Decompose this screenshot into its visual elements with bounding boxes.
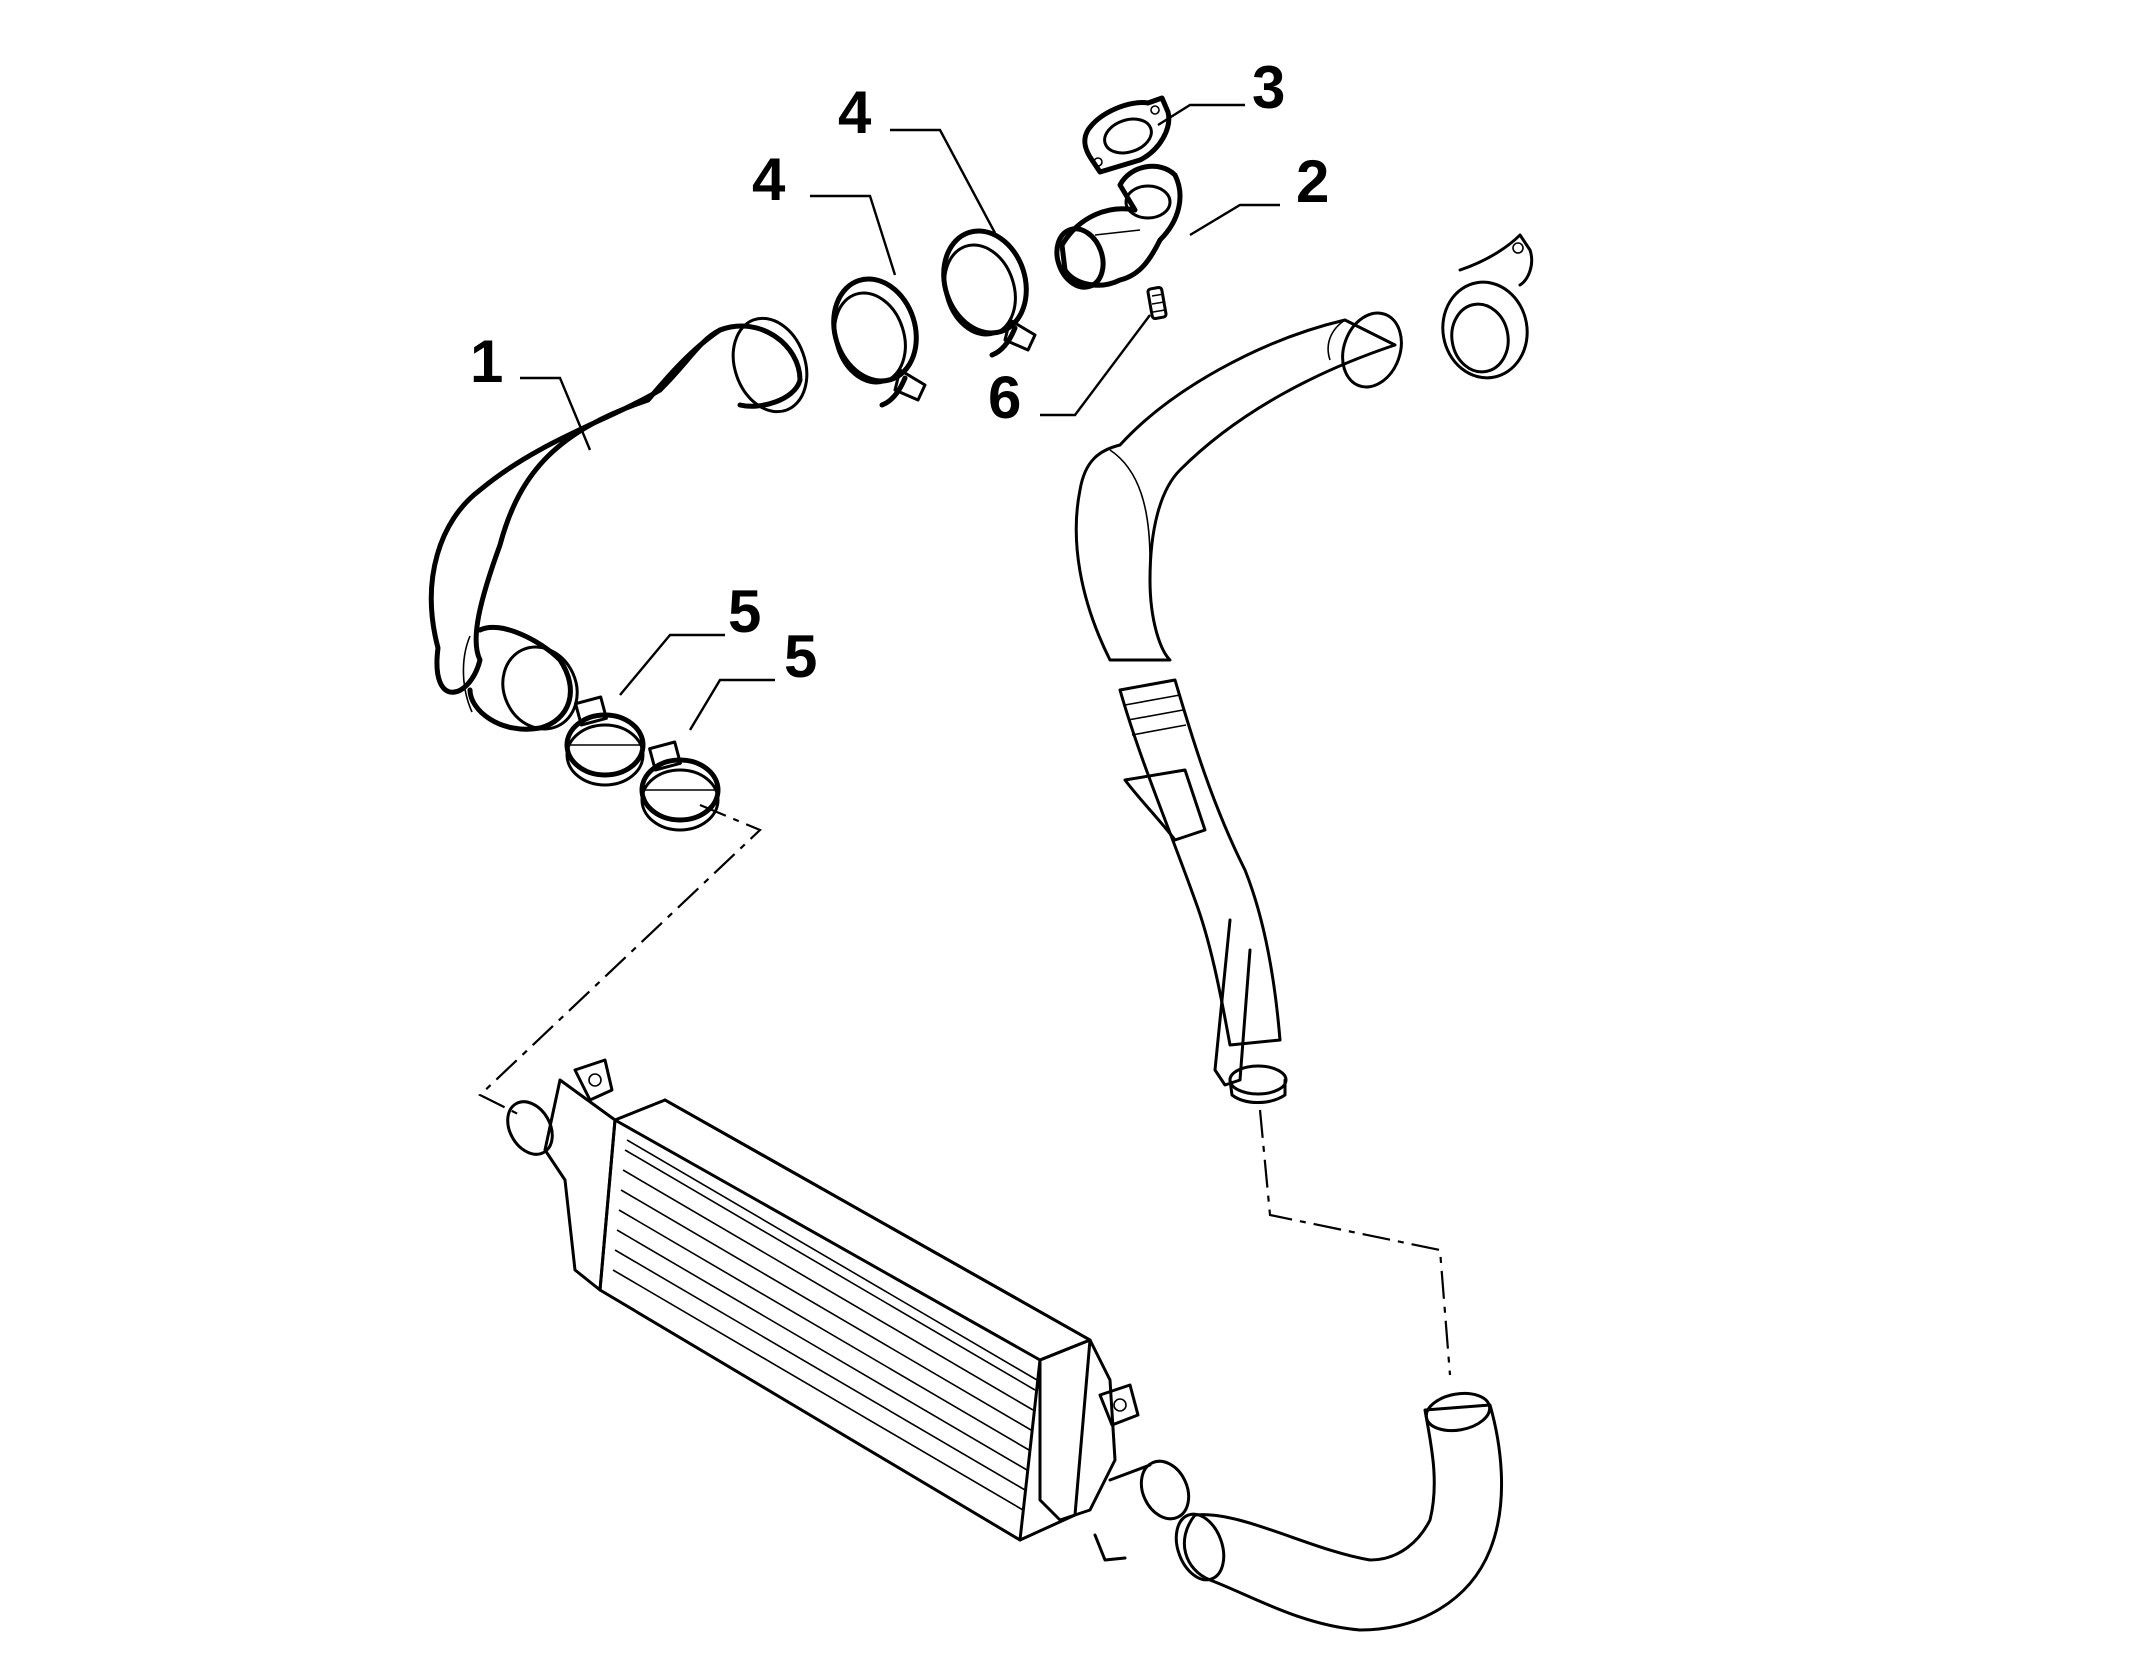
hose-upper[interactable] <box>428 308 819 741</box>
callout-5-left: 5 <box>728 578 761 645</box>
connection-line-left <box>478 803 762 1116</box>
callout-4-right: 4 <box>838 79 872 146</box>
callout-5-right: 5 <box>784 623 817 690</box>
clamp-upper-right[interactable] <box>931 220 1039 358</box>
clamp-upper-left[interactable] <box>821 268 929 408</box>
gasket[interactable] <box>1082 95 1172 175</box>
pipe-upper-right <box>1074 311 1403 662</box>
callout-4-left: 4 <box>752 146 786 213</box>
clamp-lower-right[interactable] <box>639 740 721 832</box>
callout-3: 3 <box>1252 54 1285 121</box>
screw[interactable] <box>1146 285 1168 321</box>
callout-1: 1 <box>470 328 503 395</box>
throttle-connector <box>1441 233 1534 380</box>
callout-2: 2 <box>1296 148 1329 215</box>
connection-line-right <box>1258 1109 1452 1376</box>
leader-lines <box>520 103 1280 731</box>
metal-tube <box>1118 678 1288 1104</box>
elbow-fitting[interactable] <box>1049 163 1183 293</box>
hose-lower <box>1174 1391 1503 1632</box>
intercooler <box>506 1058 1191 1562</box>
callout-6: 6 <box>988 364 1021 431</box>
clamp-lower-left[interactable] <box>564 695 646 787</box>
